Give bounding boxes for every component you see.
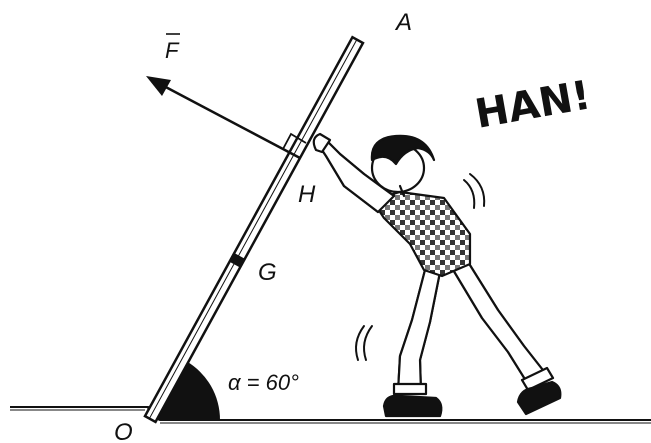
motion-lines-icon: [355, 173, 486, 361]
angle-wedge: [152, 361, 221, 420]
label-point-o: O: [114, 419, 133, 443]
ground: [10, 406, 651, 424]
label-force: F: [165, 33, 180, 63]
label-point-a: A: [394, 9, 412, 36]
plank: [143, 35, 365, 424]
person-pushing: [312, 132, 562, 418]
force-arrow-icon: [146, 76, 301, 160]
label-angle: α = 60°: [228, 370, 299, 395]
label-point-h: H: [298, 181, 316, 208]
label-force-text: F: [165, 38, 180, 63]
center-of-mass-marker: [228, 252, 246, 269]
right-angle-mark-icon: [282, 132, 307, 150]
label-point-g: G: [258, 259, 277, 286]
exclamation-han: HAN!: [472, 72, 594, 137]
